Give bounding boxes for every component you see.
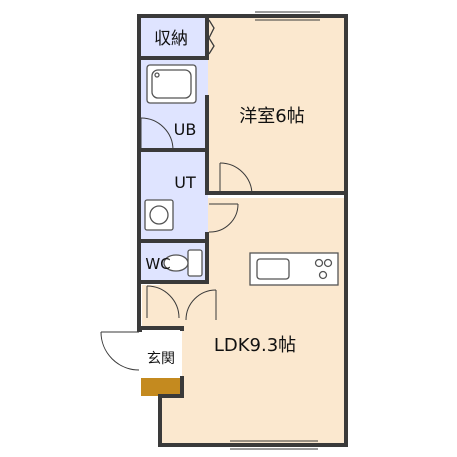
ldk-label: LDK9.3帖 bbox=[214, 335, 296, 356]
entrance-label: 玄関 bbox=[147, 350, 175, 367]
western-room-label: 洋室6帖 bbox=[239, 106, 304, 127]
entrance-step bbox=[141, 378, 181, 396]
washbasin-icon bbox=[144, 199, 174, 231]
bathtub-icon bbox=[146, 64, 197, 104]
utility-label: UT bbox=[174, 173, 196, 192]
storage-folding-door bbox=[208, 19, 215, 55]
bath-label: UB bbox=[174, 120, 197, 139]
western-room-floor bbox=[208, 17, 345, 193]
windows bbox=[230, 11, 320, 450]
entrance-floor bbox=[140, 330, 182, 378]
storage-floor bbox=[140, 17, 208, 57]
toilet-icon bbox=[163, 249, 203, 277]
ldk-left-floor bbox=[142, 285, 166, 330]
storage-label: 収納 bbox=[154, 29, 188, 49]
kitchen-counter-icon bbox=[249, 252, 339, 286]
toilet-label: WC bbox=[145, 255, 170, 273]
door-swings bbox=[100, 117, 253, 371]
